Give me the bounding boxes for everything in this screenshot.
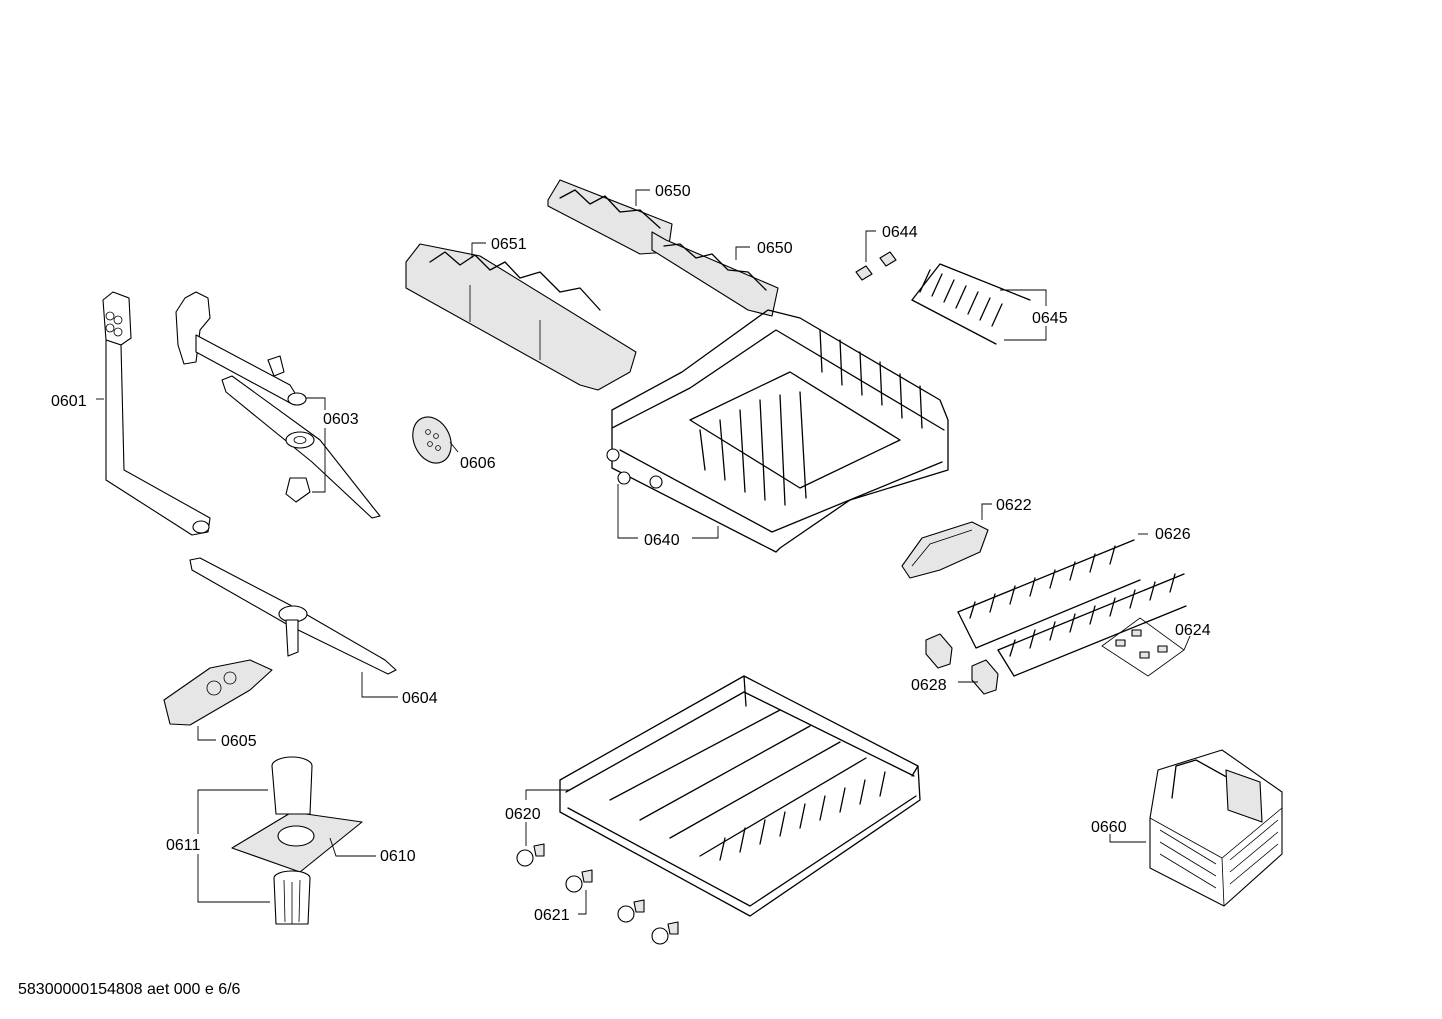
leader-0645a	[1000, 289, 1047, 306]
part-lower-basket	[559, 675, 921, 917]
label-0628: 0628	[911, 677, 947, 694]
part-0622-holder	[901, 521, 989, 579]
leader-0645b	[1004, 326, 1047, 341]
part-0624-clip-set	[1101, 617, 1185, 677]
part-0604-lower-spray-arm	[189, 557, 397, 675]
label-0605: 0605	[221, 733, 257, 750]
leader-0606	[449, 441, 459, 453]
leader-0603a	[306, 397, 326, 410]
label-0651: 0651	[491, 236, 527, 253]
label-0621: 0621	[534, 907, 570, 924]
label-0610: 0610	[380, 848, 416, 865]
part-0650b-insert-rack	[651, 231, 779, 317]
leader-0660	[1109, 834, 1146, 843]
label-0626: 0626	[1155, 526, 1191, 543]
leader-0650b	[735, 246, 750, 260]
part-0601-supply-pipe	[102, 291, 211, 536]
part-0611-fine-filter	[271, 756, 313, 925]
part-0610-flat-filter	[231, 811, 363, 873]
part-0626-tine-racks	[957, 539, 1187, 677]
label-0611: 0611	[166, 837, 201, 854]
leader-0603b	[312, 428, 326, 493]
leader-0611b	[197, 854, 270, 903]
part-0660-cutlery-basket	[1149, 749, 1283, 907]
part-0628-hinges	[925, 633, 999, 695]
label-0603: 0603	[323, 411, 359, 428]
part-0651-cutlery-tray	[405, 243, 637, 391]
part-0606-cover-disc	[412, 416, 452, 464]
part-0620-wheels	[516, 843, 545, 867]
leader-0621	[578, 890, 587, 915]
label-0644: 0644	[882, 224, 918, 241]
label-0660: 0660	[1091, 819, 1127, 836]
label-0645: 0645	[1032, 310, 1068, 327]
leader-0611a	[197, 789, 268, 834]
label-0640: 0640	[644, 532, 680, 549]
label-0650a: 0650	[655, 183, 691, 200]
part-0603-upper-spray-arm	[175, 291, 381, 519]
leader-0624	[1183, 635, 1191, 651]
label-0622: 0622	[996, 497, 1032, 514]
leader-0644	[865, 230, 876, 262]
leader-0605	[197, 726, 216, 741]
part-0644-clips	[855, 251, 897, 281]
leader-0622	[981, 503, 992, 520]
label-0650b: 0650	[757, 240, 793, 257]
leader-0651	[471, 242, 486, 258]
leader-0640b	[692, 526, 719, 539]
part-0605-micro-filter	[163, 659, 273, 726]
label-0601: 0601	[51, 393, 87, 410]
label-0624: 0624	[1175, 622, 1211, 639]
leader-0610	[329, 837, 376, 857]
part-0621-wheels	[565, 869, 679, 945]
label-0606: 0606	[460, 455, 496, 472]
part-0640-upper-basket	[606, 309, 949, 553]
document-footer-code: 58300000154808 aet 000 e 6/6	[18, 981, 241, 998]
leader-0650a	[635, 189, 650, 206]
part-0645-folding-rack	[911, 263, 1031, 345]
leader-0620a	[525, 789, 570, 800]
leader-0640a	[617, 484, 638, 539]
leader-0604	[361, 672, 398, 698]
label-0604: 0604	[402, 690, 438, 707]
label-0620: 0620	[505, 806, 541, 823]
